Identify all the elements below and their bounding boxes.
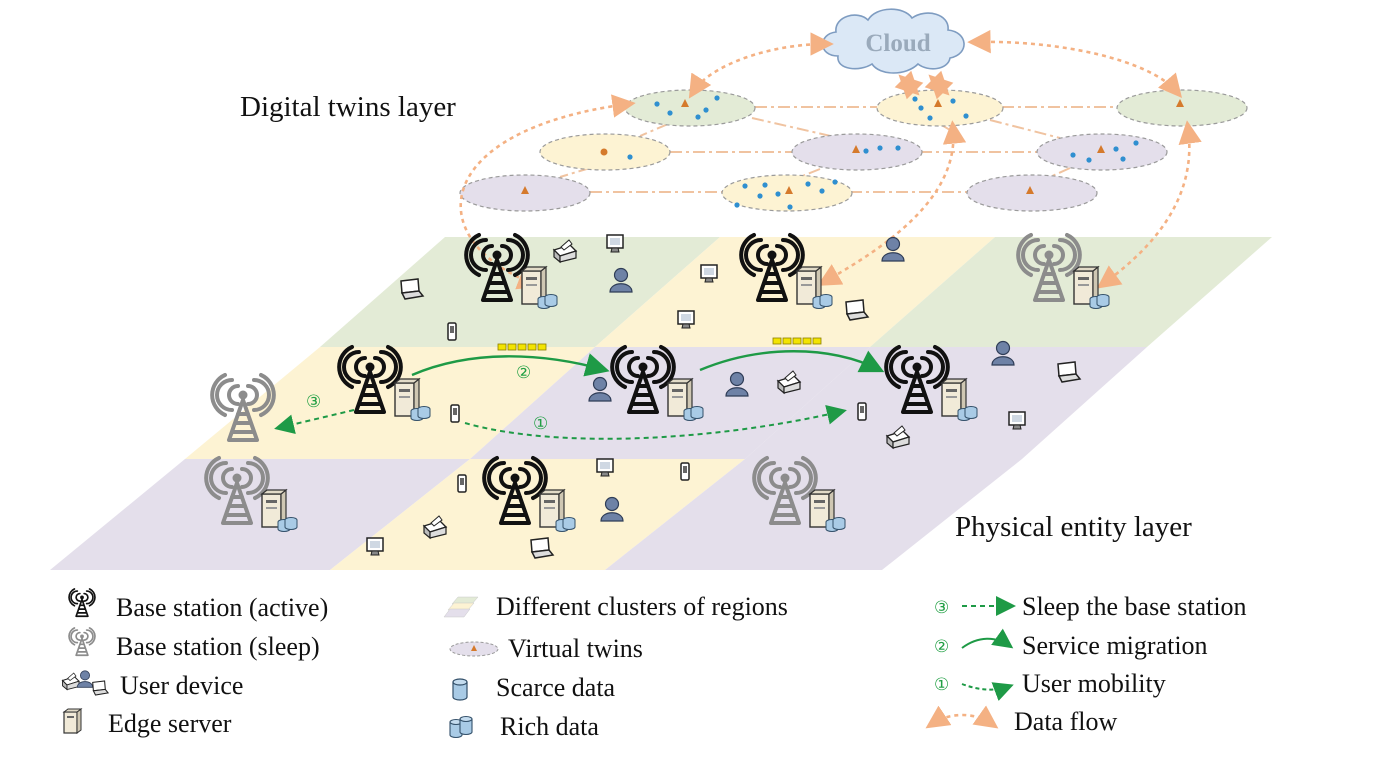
scarce-data-icon — [452, 678, 468, 701]
twin-station-marker — [934, 99, 942, 107]
svg-text:Edge server: Edge server — [108, 709, 232, 738]
legend: Base station (active) Base station (slee… — [61, 588, 1247, 741]
virtual-twin — [1116, 89, 1248, 127]
phone-icon — [450, 404, 460, 423]
data-flow-arrow — [967, 29, 1183, 98]
data-flow-arrow — [894, 70, 924, 100]
twin-station-marker — [785, 186, 793, 194]
legend-item-migration: ② Service migration — [934, 628, 1208, 660]
migration-arrow — [411, 353, 610, 377]
legend-item-user-device: User device — [61, 670, 243, 700]
svg-text:Service migration: Service migration — [1022, 631, 1208, 660]
legend-item-scarce-data: Scarce data — [452, 673, 616, 702]
twin-station-marker — [1176, 99, 1184, 107]
migration-arrow-icon — [961, 628, 1014, 649]
svg-text:Different clusters of regions: Different clusters of regions — [496, 592, 788, 621]
virtual-twin — [624, 89, 756, 127]
svg-text:Sleep the base station: Sleep the base station — [1022, 592, 1247, 621]
region-cluster-icon — [443, 596, 479, 618]
migration-step-marker: ② — [516, 363, 531, 382]
svg-text:①: ① — [934, 675, 949, 694]
migration-arrow — [699, 350, 885, 373]
svg-text:Data flow: Data flow — [1014, 707, 1117, 736]
sleep-arrow — [274, 409, 355, 435]
phone-icon — [457, 474, 467, 493]
phone-icon — [680, 462, 690, 481]
virtual-twin-icon — [449, 641, 499, 657]
phone-icon — [857, 402, 867, 421]
sleep-step-marker: ③ — [306, 392, 321, 411]
region-cluster — [330, 459, 745, 570]
svg-text:Base station (sleep): Base station (sleep) — [116, 632, 320, 661]
data-flows — [459, 29, 1202, 290]
mobility-step-marker: ① — [533, 414, 548, 433]
svg-text:User device: User device — [120, 671, 243, 700]
legend-item-sleep: ③ Sleep the base station — [934, 592, 1247, 621]
mobility-arrow-icon — [961, 682, 1014, 701]
data-flow-arrow — [688, 32, 834, 99]
svg-text:Virtual twins: Virtual twins — [508, 634, 643, 663]
legend-item-regions: Different clusters of regions — [443, 592, 788, 621]
cloud-label: Cloud — [865, 30, 930, 57]
twin-station-marker — [1026, 186, 1034, 194]
cloud: Cloud — [821, 8, 965, 74]
physical-entity-layer-title: Physical entity layer — [955, 511, 1192, 543]
user-device-icon — [61, 672, 80, 691]
migration-data-blocks — [497, 337, 822, 351]
tower-active-icon — [68, 588, 96, 618]
legend-item-rich-data: Rich data — [449, 712, 599, 741]
svg-text:Base station (active): Base station (active) — [116, 593, 328, 622]
data-flow-arrow — [924, 70, 954, 100]
action-arrows: ③ ② ① — [274, 350, 885, 440]
data-flow-arrow-icon — [925, 705, 999, 729]
legend-item-tower-sleep: Base station (sleep) — [68, 627, 320, 661]
data-flow-arrow — [817, 120, 967, 286]
svg-text:②: ② — [934, 637, 949, 656]
data-flow-arrow — [1096, 120, 1202, 289]
virtual-twin — [876, 89, 1004, 127]
digital-twins-layer-title: Digital twins layer — [240, 91, 456, 123]
legend-item-data-flow: Data flow — [925, 705, 1117, 736]
svg-text:Scarce data: Scarce data — [496, 673, 616, 702]
svg-text:③: ③ — [934, 598, 949, 617]
legend-item-tower-active: Base station (active) — [68, 588, 328, 622]
tower-sleep-icon — [68, 627, 96, 657]
edge-server-icon — [62, 708, 83, 734]
legend-item-edge-server: Edge server — [62, 708, 232, 738]
svg-text:User mobility: User mobility — [1022, 669, 1166, 698]
svg-text:Rich data: Rich data — [500, 712, 599, 741]
twin-station-marker — [681, 99, 689, 107]
phone-icon — [447, 322, 457, 341]
legend-item-mobility: ① User mobility — [934, 669, 1166, 701]
twin-station-marker — [600, 148, 608, 156]
legend-item-virtual-twins: Virtual twins — [449, 634, 643, 663]
rich-data-icon — [449, 715, 473, 739]
